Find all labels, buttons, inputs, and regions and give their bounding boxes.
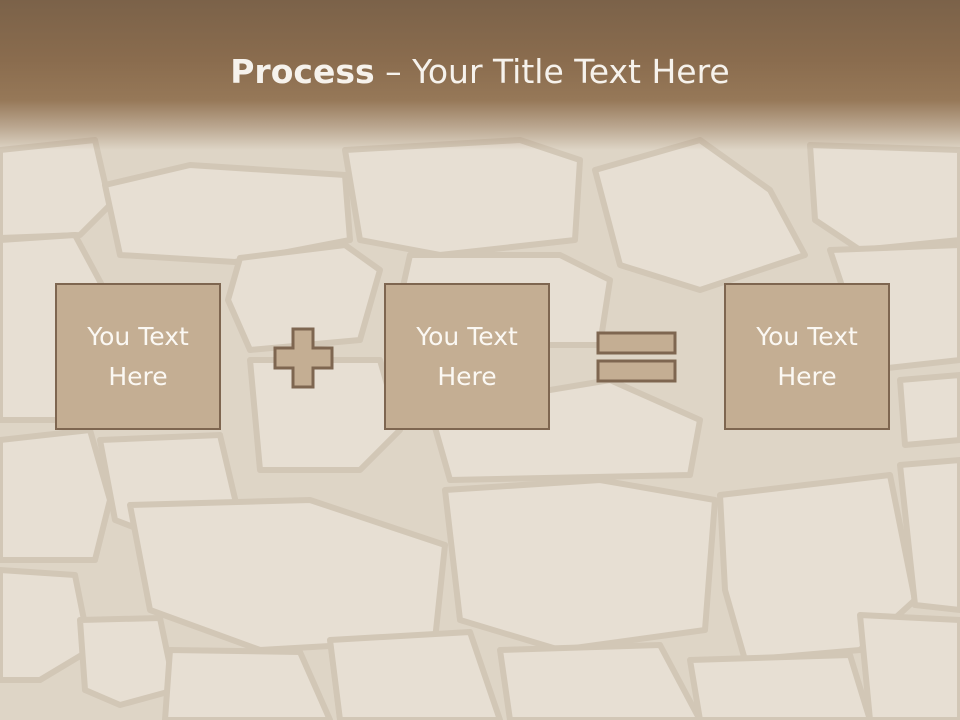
equals-icon [596,331,677,383]
process-box-1-label: You Text Here [87,321,189,391]
plus-icon [273,327,334,389]
title-rest-part: – Your Title Text Here [374,52,730,91]
process-box-3-label: You Text Here [756,321,858,391]
process-box-2-label: You Text Here [416,321,518,391]
slide-title[interactable]: Process – Your Title Text Here [0,52,960,91]
process-box-3[interactable]: You Text Here [724,283,890,430]
title-banner [0,0,960,150]
process-box-2[interactable]: You Text Here [384,283,550,430]
title-bold-part: Process [230,52,375,91]
process-box-1[interactable]: You Text Here [55,283,221,430]
